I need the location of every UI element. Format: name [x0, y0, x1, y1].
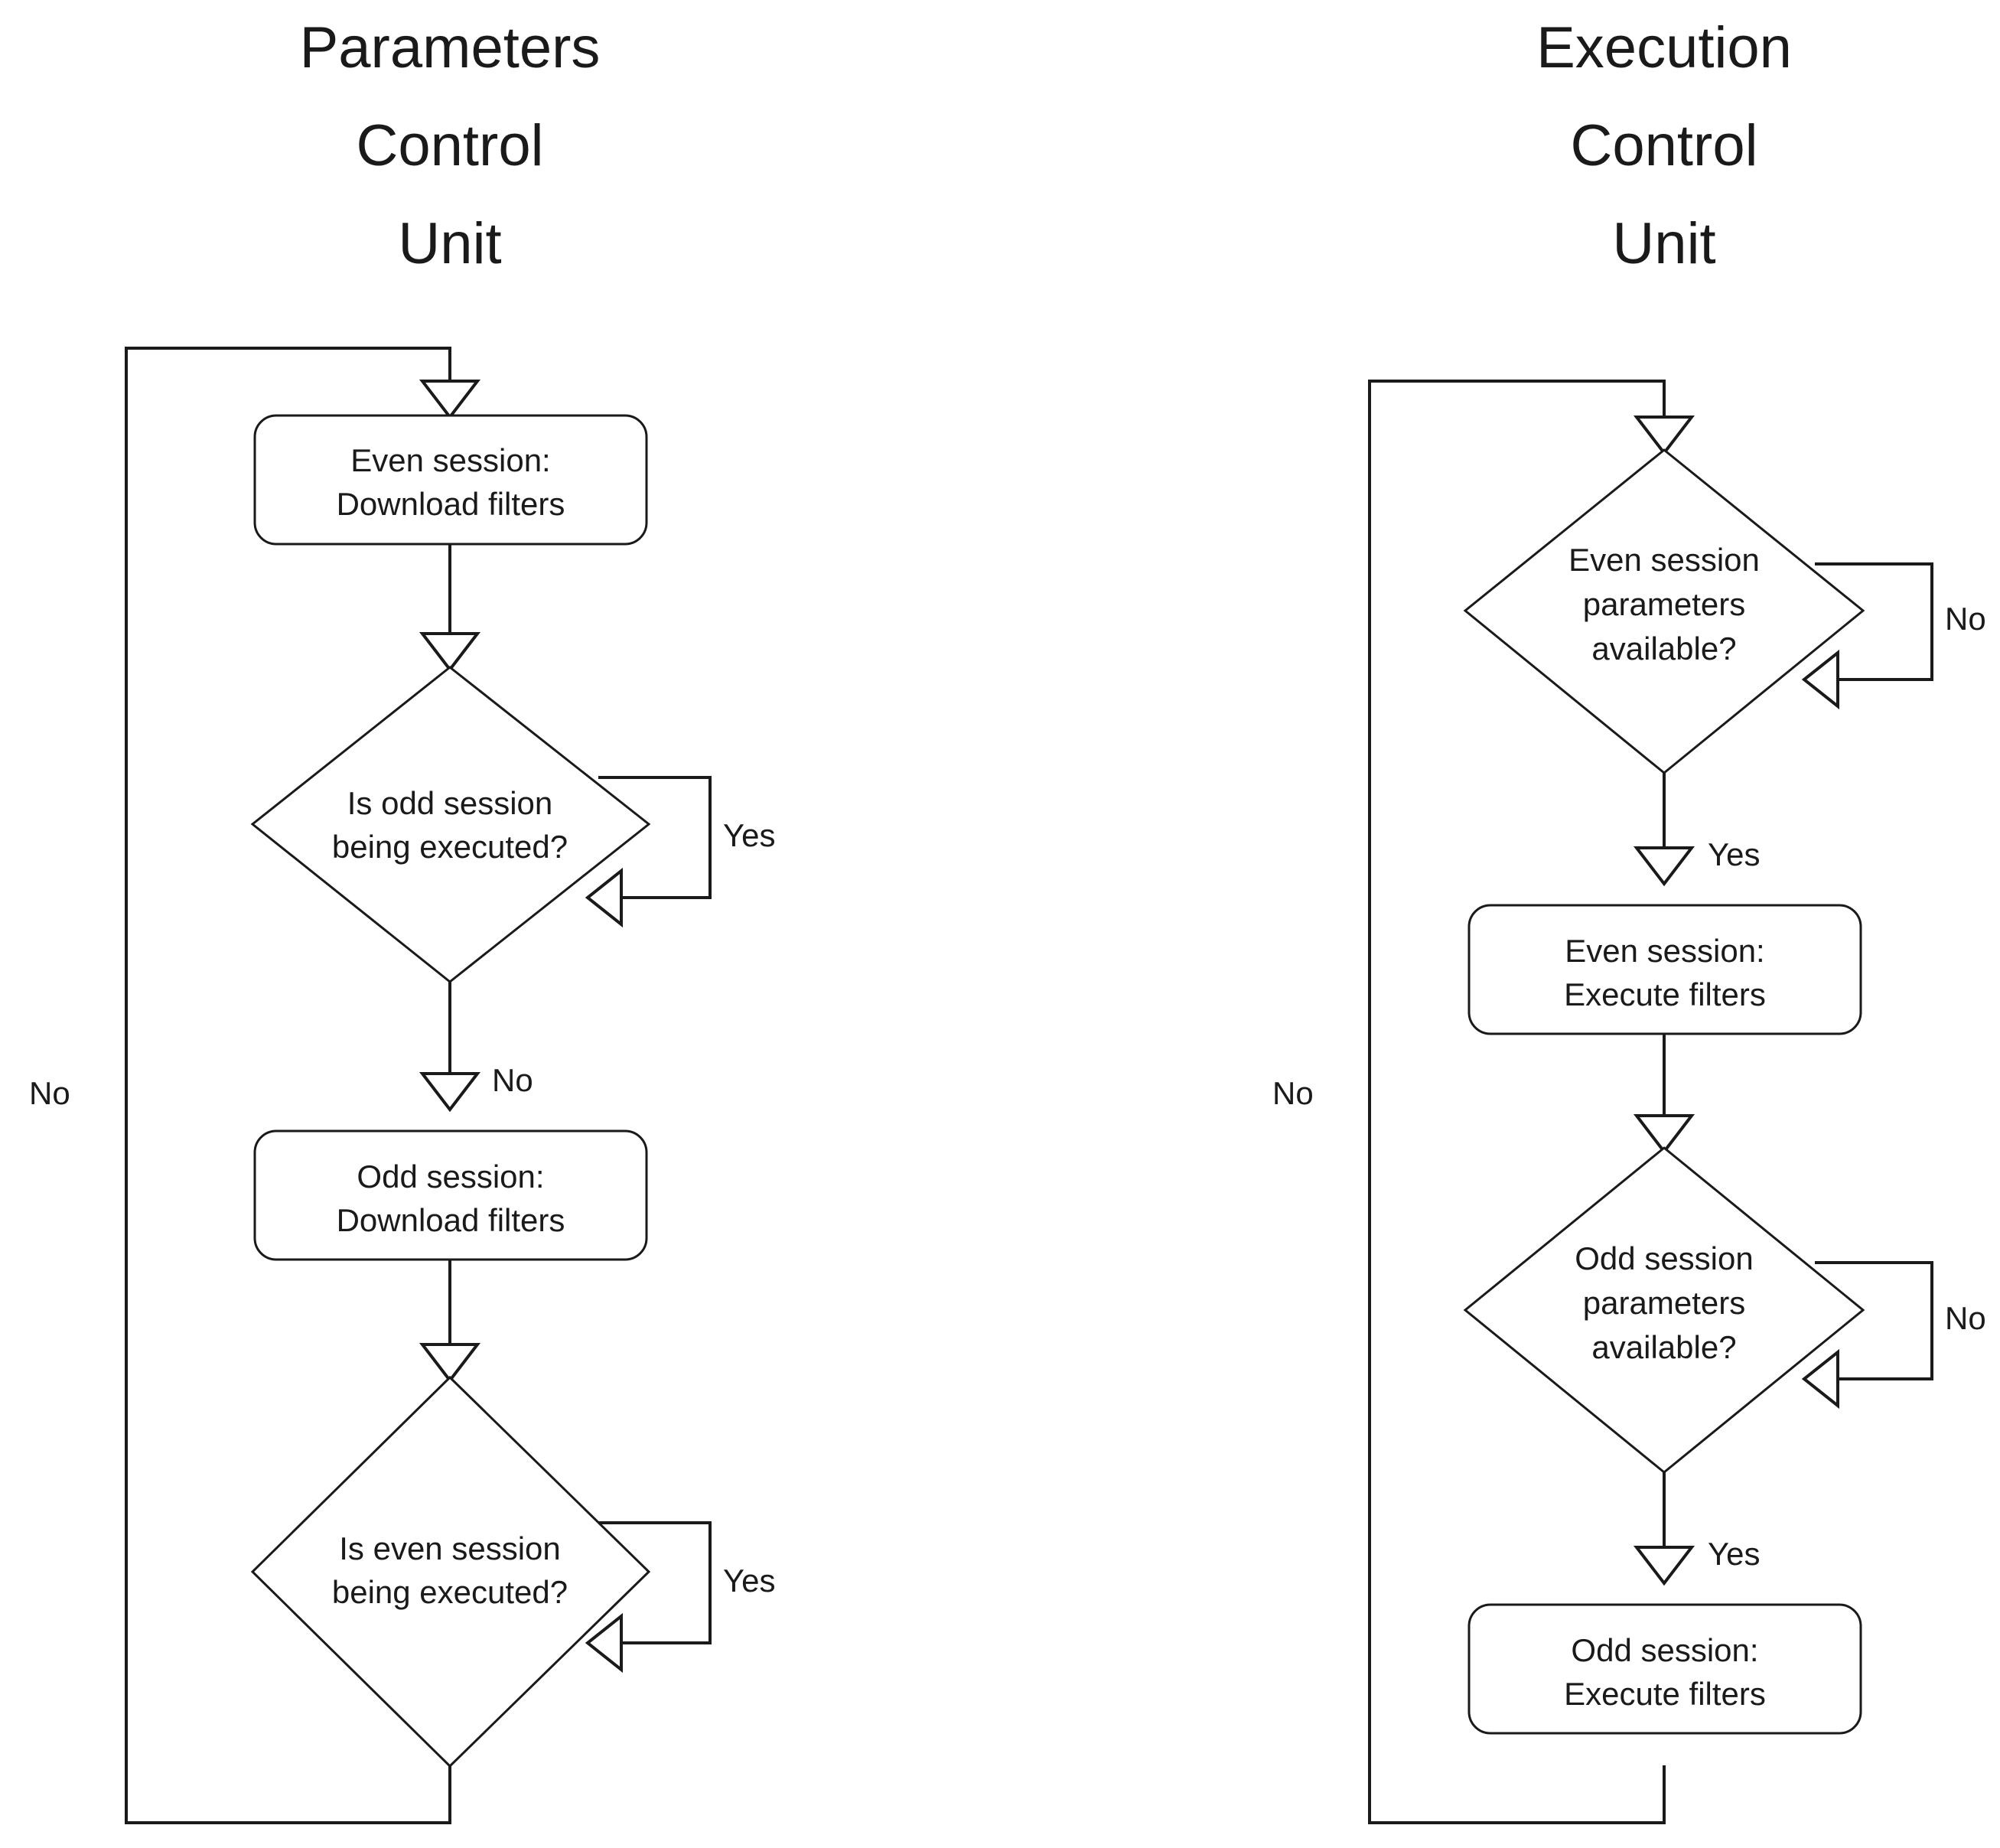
ecu-odd-execute-line-1: Odd session: [1571, 1632, 1758, 1668]
pcu-odd-executing-line-2: being executed? [332, 829, 568, 865]
ecu-odd-execute-box[interactable] [1467, 1603, 1862, 1735]
pcu-odd-executing-no-label: No [492, 1062, 533, 1098]
pcu-odd-executing-diamond[interactable] [250, 666, 651, 983]
pcu-odd-download-line-1: Odd session: [357, 1159, 544, 1195]
title-line-2: Control [357, 113, 544, 178]
ecu-even-params-no-label: No [1945, 601, 1986, 637]
ecu-even-params-yes-label: Yes [1708, 836, 1761, 872]
title-line-3: Unit [1612, 211, 1715, 276]
ecu-node-even-execute[interactable]: Even session: Execute filters [1467, 904, 1862, 1035]
ecu-node-even-params[interactable]: Even session parameters available? [1463, 448, 1865, 774]
pcu-even-executing-line-2: being executed? [332, 1574, 568, 1610]
pcu-outer-loop-arrowhead [419, 380, 481, 420]
column-execution-control-unit: Execution Control Unit No Even session p… [1272, 15, 1986, 1824]
ecu-even-execute-line-1: Even session: [1565, 933, 1764, 969]
pcu-even-download-line-2: Download filters [337, 486, 565, 522]
parameters-control-unit-title: Parameters Control Unit [300, 15, 601, 276]
title-line-1: Parameters [300, 15, 601, 80]
ecu-even-params-line-1: Even session [1568, 542, 1760, 578]
pcu-odd-executing-yes-label: Yes [723, 817, 776, 853]
pcu-conn-3-arrowhead [419, 1343, 481, 1384]
ecu-even-execute-box[interactable] [1467, 904, 1862, 1035]
ecu-odd-params-no-label: No [1945, 1300, 1986, 1336]
ecu-odd-params-self-loop-arrowhead [1801, 1348, 1839, 1410]
ecu-conn-1-arrowhead [1633, 846, 1695, 887]
ecu-even-params-self-loop-arrowhead [1801, 649, 1839, 710]
ecu-conn-2-arrowhead [1633, 1114, 1695, 1155]
pcu-node-odd-executing[interactable]: Is odd session being executed? [250, 666, 651, 983]
ecu-odd-params-line-1: Odd session [1575, 1240, 1753, 1276]
pcu-odd-download-box[interactable] [253, 1129, 648, 1261]
ecu-even-execute-line-2: Execute filters [1564, 976, 1766, 1012]
pcu-even-executing-self-loop-arrowhead [585, 1612, 623, 1674]
pcu-even-download-line-1: Even session: [350, 442, 550, 478]
pcu-even-download-box[interactable] [253, 414, 648, 546]
title-line-1: Execution [1536, 15, 1792, 80]
pcu-node-even-download[interactable]: Even session: Download filters [253, 414, 648, 546]
ecu-outer-loop-arrowhead [1633, 416, 1695, 456]
ecu-outer-loop-connector [1368, 380, 1666, 1824]
ecu-outer-loop-label: No [1272, 1075, 1314, 1111]
pcu-odd-executing-self-loop-arrowhead [585, 867, 623, 928]
ecu-odd-params-line-2: parameters [1583, 1285, 1745, 1321]
pcu-odd-download-line-2: Download filters [337, 1202, 565, 1238]
pcu-conn-2-arrowhead [419, 1072, 481, 1113]
pcu-even-executing-yes-label: Yes [723, 1563, 776, 1599]
pcu-even-executing-line-1: Is even session [339, 1530, 561, 1566]
ecu-odd-params-line-3: available? [1591, 1329, 1736, 1365]
pcu-node-odd-download[interactable]: Odd session: Download filters [253, 1129, 648, 1261]
ecu-even-params-line-3: available? [1591, 631, 1736, 667]
execution-control-unit-title: Execution Control Unit [1536, 15, 1792, 276]
ecu-even-params-line-2: parameters [1583, 586, 1745, 622]
pcu-even-executing-diamond[interactable] [250, 1375, 651, 1768]
ecu-odd-params-yes-label: Yes [1708, 1536, 1761, 1572]
pcu-even-executing-self-loop [598, 1521, 712, 1644]
title-line-2: Control [1571, 113, 1758, 178]
pcu-node-even-executing[interactable]: Is even session being executed? [250, 1375, 651, 1768]
column-parameters-control-unit: Parameters Control Unit No Even session:… [29, 15, 776, 1824]
pcu-conn-1-arrowhead [419, 632, 481, 673]
pcu-outer-loop-connector [125, 347, 451, 1824]
pcu-outer-loop-label: No [29, 1075, 70, 1111]
ecu-conn-3-arrowhead [1633, 1546, 1695, 1586]
ecu-node-odd-params[interactable]: Odd session parameters available? [1463, 1146, 1865, 1474]
ecu-odd-execute-line-2: Execute filters [1564, 1676, 1766, 1712]
pcu-odd-executing-self-loop [598, 776, 712, 899]
ecu-even-params-self-loop [1815, 562, 1933, 681]
pcu-odd-executing-line-1: Is odd session [347, 785, 553, 821]
title-line-3: Unit [398, 211, 501, 276]
ecu-odd-params-self-loop [1815, 1261, 1933, 1380]
ecu-node-odd-execute[interactable]: Odd session: Execute filters [1467, 1603, 1862, 1735]
